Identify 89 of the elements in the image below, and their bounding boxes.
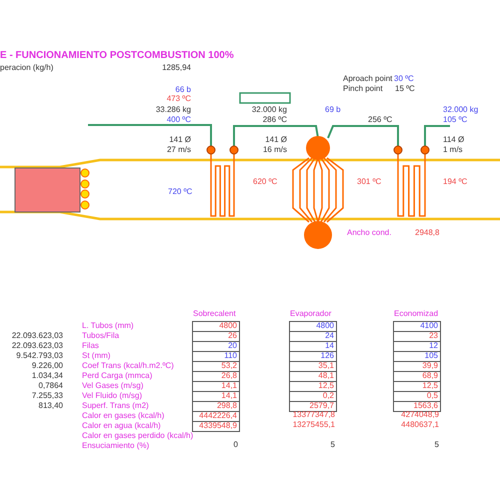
value-cell: 14,1 [192, 381, 240, 392]
value-text: 2948,8 [415, 228, 440, 238]
value-text: 32.000 kg [443, 105, 478, 115]
value-text: 22.093.623,03 [12, 341, 63, 351]
value-text: 0,7864 [38, 381, 63, 391]
value-cell: 4800 [192, 321, 240, 332]
value-text: 1.034,34 [32, 371, 63, 381]
value-text: 4480637,1 [400, 421, 440, 431]
row-label: Tubos/Fila [82, 331, 120, 341]
value-cell: 0,2 [289, 391, 337, 402]
value-cell: 14,1 [192, 391, 240, 402]
value-text: 30 ºC [394, 74, 414, 84]
value-cell: 4339548,9 [192, 421, 240, 432]
temperature-label: 194 ºC [443, 177, 468, 187]
row-label: Calor en gases perdido (kcal/h) [82, 431, 194, 441]
value-text: 5 [434, 441, 440, 451]
value-text: 400 ºC [166, 115, 191, 125]
value-cell: 105 [393, 351, 441, 362]
value-text: 7.255,33 [32, 391, 63, 401]
row-label: Pinch point [343, 84, 383, 94]
value-text: 141 Ø [265, 135, 287, 145]
temperature-label: 301 ºC [357, 177, 382, 187]
value-text: 13377347,8 [292, 411, 336, 421]
row-label: L. Tubos (mm) [82, 321, 134, 331]
value-text: 66 b [175, 85, 191, 95]
row-label: Vel Gases (m/sg) [82, 381, 144, 391]
value-text: 473 ºC [166, 94, 191, 104]
value-text: 33.286 kg [156, 105, 191, 115]
row-label: St (mm) [82, 351, 110, 361]
value-cell: 12 [393, 341, 441, 352]
value-cell: 26 [192, 331, 240, 342]
title: E - FUNCIONAMIENTO POSTCOMBUSTION 100% [0, 51, 234, 61]
row-label: Calor en gases (kcal/h) [82, 411, 164, 421]
value-text: 9.542.793,03 [16, 351, 63, 361]
value-cell: 4100 [393, 321, 441, 332]
value-cell: 1563,6 [393, 401, 441, 412]
value-text: 1 m/s [443, 145, 463, 155]
value-text: 69 b [325, 105, 341, 115]
row-label: Calor en agua (kcal/h) [82, 421, 161, 431]
row-label: Vel Fluido (m/sg) [82, 391, 142, 401]
temperature-label: 620 ºC [253, 177, 278, 187]
row-label: Coef Trans (kcal/h.m2.ºC) [82, 361, 174, 371]
column-header: Evaporador [290, 309, 332, 319]
value-cell: 48,1 [289, 371, 337, 382]
value-text: 27 m/s [166, 145, 191, 155]
value-text: 32.000 kg [252, 105, 287, 115]
row-label: Filas [82, 341, 99, 351]
value-cell: 110 [192, 351, 240, 362]
value-text: 286 ºC [262, 115, 287, 125]
value-cell: 12,5 [289, 381, 337, 392]
value-text: 15 ºC [395, 84, 415, 94]
value-text: 141 Ø [169, 135, 191, 145]
row-label: Perd Carga (mmca) [82, 371, 152, 381]
value-cell: 35,1 [289, 361, 337, 372]
value-cell: 53,2 [192, 361, 240, 372]
value-cell: 126 [289, 351, 337, 362]
value-cell: 20 [192, 341, 240, 352]
row-label: Ancho cond. [347, 228, 392, 238]
value-text: 114 Ø [443, 135, 464, 145]
value-cell: 0,5 [393, 391, 441, 402]
value-cell: 4800 [289, 321, 337, 332]
value-cell: 39,9 [393, 361, 441, 372]
row-label: Aproach point [343, 74, 392, 84]
value-cell: 68,9 [393, 371, 441, 382]
value-text: 4274048,9 [400, 411, 440, 421]
value-cell: 4442226,4 [192, 411, 240, 422]
value-cell: 14 [289, 341, 337, 352]
temperature-label: 720 ºC [168, 187, 192, 197]
value-cell: 2579,7 [289, 401, 337, 412]
value-text: 1285,94 [162, 63, 191, 73]
value-text: 105 ºC [443, 115, 468, 125]
value-cell: 26,8 [192, 371, 240, 382]
value-cell: 12,5 [393, 381, 441, 392]
value-cell: 298,8 [192, 401, 240, 412]
value-cell: 24 [289, 331, 337, 342]
row-label: Superf. Trans (m2) [82, 401, 149, 411]
row-label: peracion (kg/h) [0, 63, 54, 73]
column-header: Sobrecalent [193, 309, 236, 319]
value-text: 813,40 [38, 401, 63, 411]
value-text: 0 [232, 441, 239, 451]
value-text: 9.226,00 [32, 361, 63, 371]
value-text: 256 ºC [368, 115, 392, 125]
value-text: 5 [330, 441, 336, 451]
value-text: 16 m/s [262, 145, 287, 155]
value-text: 22.093.623,03 [12, 331, 63, 341]
value-cell: 23 [393, 331, 441, 342]
row-label: Ensuciamiento (%) [82, 441, 150, 451]
value-text: 13275455,1 [292, 421, 336, 431]
column-header: Economizad [394, 309, 438, 319]
